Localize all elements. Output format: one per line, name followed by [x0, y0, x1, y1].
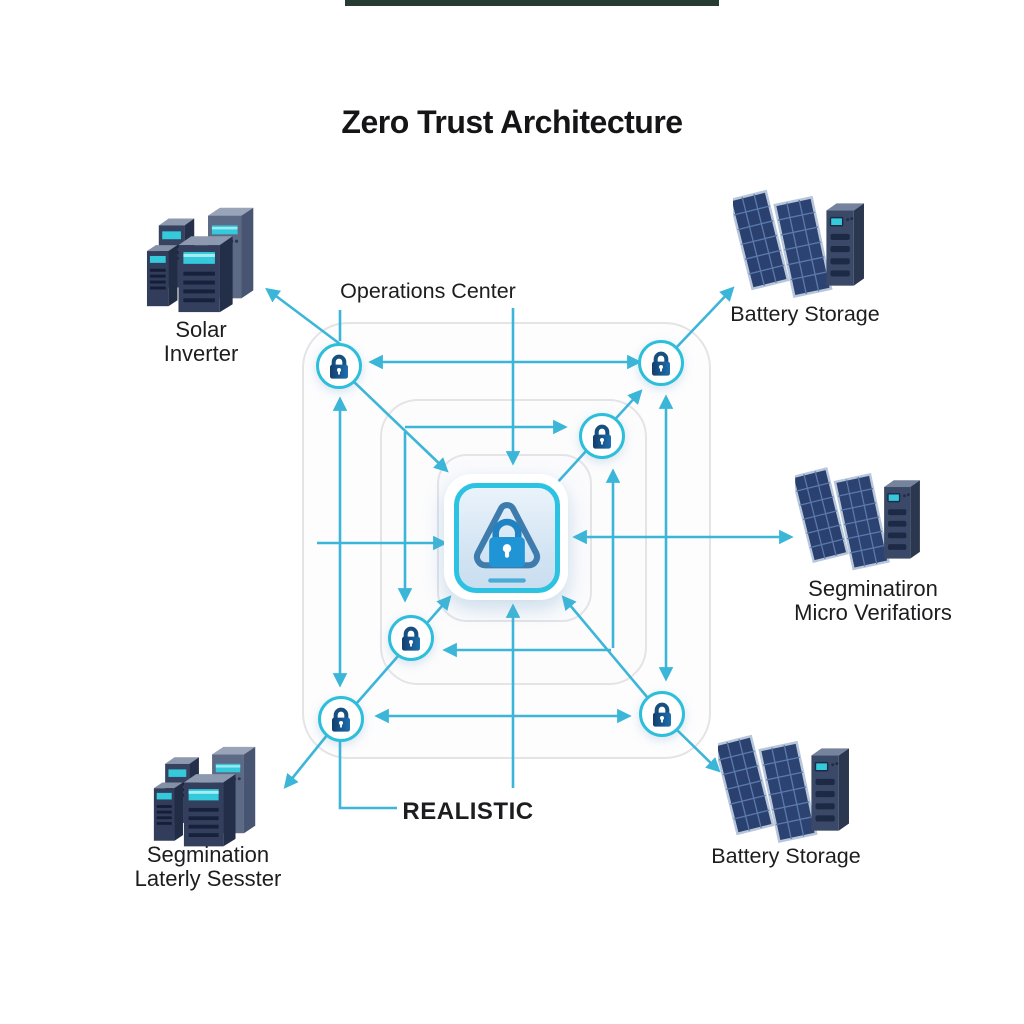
micro-segmentation-label: Segminatiron Micro Verifatiors [794, 577, 952, 624]
checkpoint-node-top-right [638, 340, 684, 386]
arrow-to-battery-bottom [675, 728, 721, 773]
checkpoint-node-bottom-right [639, 691, 685, 737]
padlock-icon [330, 354, 348, 379]
arrow-diagonal-bottomright-to-hub [561, 595, 648, 698]
micro-segmentation-label-line2: Micro Verifatiors [794, 599, 952, 625]
arrow-to-solar-inverter [265, 287, 353, 355]
checkpoint-node-middle-left [388, 615, 434, 661]
padlock-icon [652, 351, 670, 376]
shield-warning-lock-icon [473, 502, 541, 583]
micro-segmentation-label-line1: Segminatiron [808, 576, 938, 601]
top-edge-bar [345, 0, 719, 6]
padlock-icon [593, 424, 611, 449]
solar-inverter-label-line2: Inverter [163, 340, 239, 366]
padlock-icon [653, 702, 671, 727]
server-cluster-icon [152, 730, 274, 857]
segmentation-servers-label-line1: Segmination [146, 842, 270, 867]
battery-storage-top-label: Battery Storage [730, 302, 880, 326]
arrow-to-servers-bottom [283, 733, 330, 789]
connector-realistic-elbow [338, 741, 397, 810]
solar-inverter-label: Solar Inverter [164, 318, 239, 365]
solar-battery-icon [733, 180, 865, 309]
solar-battery-icon [795, 458, 921, 581]
checkpoint-node-bottom-left [318, 696, 364, 742]
realistic-label: REALISTIC [402, 798, 534, 825]
page-title: Zero Trust Architecture [341, 104, 683, 140]
padlock-icon [332, 707, 350, 732]
battery-storage-bottom-label: Battery Storage [711, 844, 861, 868]
central-security-hub [454, 483, 560, 593]
padlock-icon [402, 626, 420, 651]
server-cluster-icon [145, 190, 273, 323]
arrow-to-battery-top [673, 286, 735, 351]
segmentation-servers-label-line2: Laterly Sesster [134, 865, 282, 891]
checkpoint-node-middle-right [579, 413, 625, 459]
operations-center-label: Operations Center [340, 279, 516, 303]
segmentation-servers-label: Segmination Laterly Sesster [135, 843, 282, 890]
solar-battery-icon [718, 725, 850, 854]
arrow-diagonal-topleft-to-hub [351, 379, 449, 473]
solar-inverter-label-line1: Solar [175, 317, 227, 342]
checkpoint-node-top-left [316, 343, 362, 389]
